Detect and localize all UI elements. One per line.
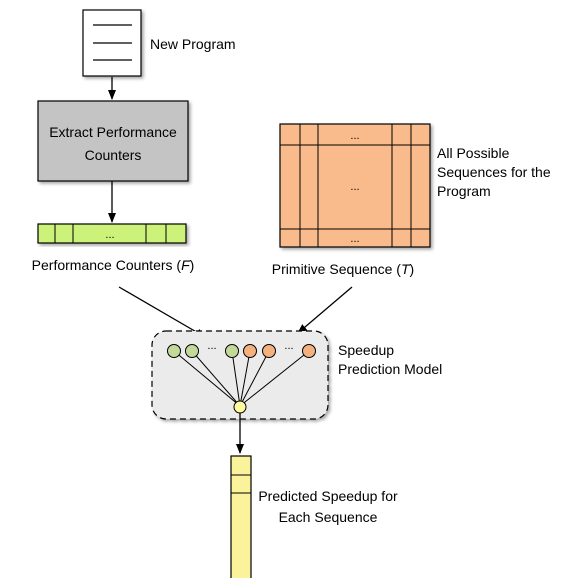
- model-ellipsis-right: ...: [284, 340, 293, 352]
- model-output-node: [233, 400, 247, 414]
- primitive-sequence-label: Primitive Sequence (T): [272, 261, 414, 277]
- model-ellipsis-left: ...: [207, 340, 216, 352]
- arrow-counters-to-model: [118, 286, 206, 338]
- all-sequences-label-line1: All Possible: [437, 145, 510, 161]
- predicted-speedup-label-line2: Each Sequence: [279, 509, 378, 525]
- extract-box-line2: Counters: [85, 147, 142, 163]
- sequence-input-node: [302, 344, 316, 358]
- predicted-speedup-vector: [230, 455, 252, 578]
- program-document-icon: [82, 9, 142, 77]
- sequence-input-node: [243, 344, 257, 358]
- extract-box-line1: Extract Performance: [49, 124, 177, 140]
- extract-counters-box: Extract Performance Counters: [37, 100, 189, 182]
- speedup-model-label-line2: Prediction Model: [338, 361, 442, 377]
- performance-counters-vector: ...: [37, 223, 187, 244]
- arrow-sequence-to-model: [297, 286, 353, 334]
- new-program-label: New Program: [150, 36, 236, 52]
- matrix-ellipsis-mid: ...: [350, 181, 359, 193]
- matrix-ellipsis-top: ...: [350, 130, 359, 142]
- predicted-speedup-label-line1: Predicted Speedup for: [258, 488, 398, 504]
- counters-ellipsis: ...: [105, 229, 114, 241]
- model-input-nodes: [167, 344, 316, 358]
- counter-input-node: [185, 344, 199, 358]
- model-edges: [173, 350, 310, 407]
- sequence-input-node: [262, 344, 276, 358]
- counter-input-node: [167, 344, 181, 358]
- sequence-matrix: ... ... ...: [279, 123, 431, 248]
- matrix-ellipsis-bottom: ...: [350, 233, 359, 245]
- all-sequences-label-line2: Sequences for the: [437, 164, 551, 180]
- counter-input-node: [225, 344, 239, 358]
- speedup-model-label-line1: Speedup: [338, 342, 394, 358]
- all-sequences-label-line3: Program: [437, 183, 491, 199]
- performance-counters-label: Performance Counters (F): [32, 257, 195, 273]
